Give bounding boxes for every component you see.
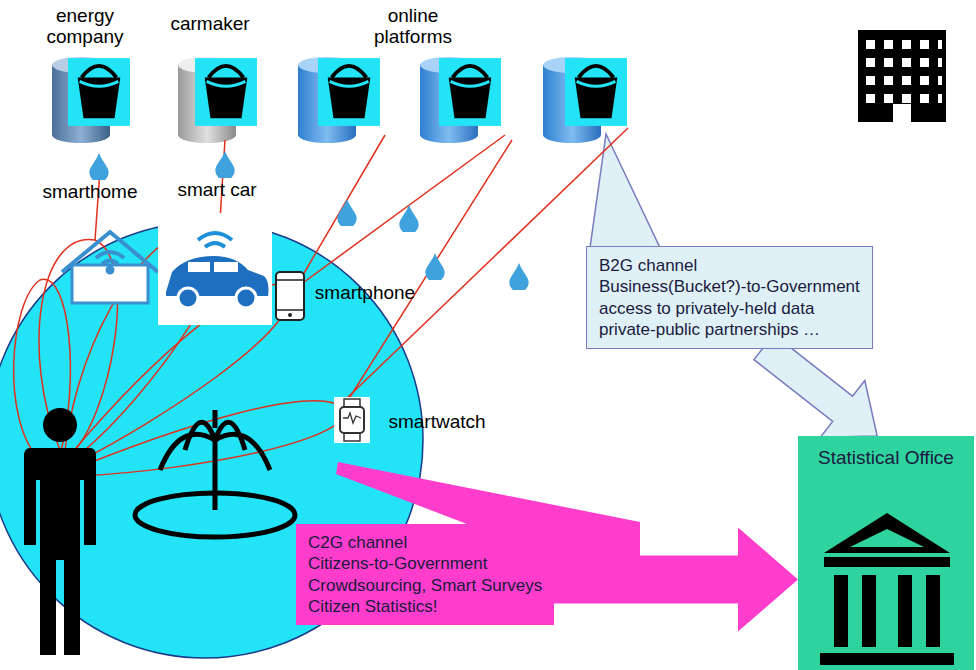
box-heading: B2G channel — [599, 255, 860, 276]
database-cylinder — [52, 57, 601, 143]
box-text: Business(Bucket?)-to-Government — [599, 276, 860, 297]
box-text: access to privately-held data — [599, 298, 860, 319]
device-label: smart car — [162, 180, 272, 201]
b2g-callout: B2G channelBusiness(Bucket?)-to-Governme… — [586, 246, 873, 349]
c2g-box: C2G channelCitizens-to-GovernmentCrowdso… — [296, 524, 554, 625]
person-icon — [24, 408, 96, 655]
building-icon — [858, 30, 946, 122]
fountain-icon — [135, 410, 295, 537]
device-label: smartwatch — [382, 412, 492, 433]
channel-arrow — [754, 334, 877, 437]
device-label: carmaker — [160, 14, 260, 35]
car-icon — [158, 213, 272, 325]
callout-tail — [588, 134, 662, 262]
government-building-icon — [812, 505, 962, 670]
box-text: Crowdsourcing, Smart Surveys — [308, 575, 542, 596]
box-heading: Statistical Office — [806, 446, 966, 470]
device-label: online platforms — [368, 6, 458, 48]
box-heading: C2G channel — [308, 532, 542, 553]
channel-arrow — [552, 528, 798, 632]
box-text: private-public partnerships … — [599, 319, 860, 340]
device-label: smartphone — [310, 283, 420, 304]
data-flow-line — [14, 128, 628, 476]
house-icon — [62, 232, 158, 303]
bucket-icon — [68, 58, 627, 126]
device-label: smarthome — [30, 182, 150, 203]
box-text: Citizens-to-Government — [308, 553, 542, 574]
smartphone-icon — [276, 272, 304, 320]
device-label: energy company — [40, 6, 130, 48]
smartwatch-icon — [334, 397, 370, 443]
box-text: Citizen Statistics! — [308, 596, 542, 617]
